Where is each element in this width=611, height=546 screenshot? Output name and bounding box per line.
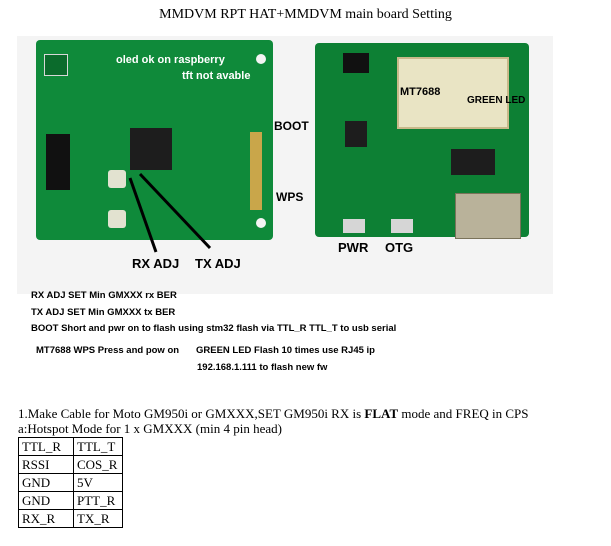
mt7688-board	[315, 43, 529, 239]
mcu-chip	[130, 128, 172, 170]
side-header	[250, 132, 262, 210]
otg-label: OTG	[385, 240, 414, 255]
note-boot: BOOT Short and pwr on to flash using stm…	[31, 323, 397, 334]
green-led-label: GREEN LED	[467, 95, 526, 106]
oled-note: oled ok on raspberry	[116, 54, 225, 66]
wps-label: WPS	[276, 190, 304, 204]
pin-cell: TTL_R	[18, 437, 74, 456]
rj45-jack	[455, 193, 521, 239]
pin-cell: GND	[18, 473, 74, 492]
mt7688-module	[397, 57, 509, 129]
pin-cell: 5V	[73, 473, 123, 492]
tx-adj-label: TX ADJ	[195, 256, 241, 271]
pin-cell: COS_R	[73, 455, 123, 474]
instruction-cable-pre: 1.Make Cable for Moto GM950i or GMXXX,SE…	[18, 406, 365, 421]
mmdvm-hat-board	[36, 40, 273, 240]
mt7688-label: MT7688	[400, 86, 441, 98]
tft-note: tft not avable	[182, 70, 251, 82]
rx-adj-pointer	[128, 177, 158, 253]
pin-cell: TX_R	[73, 509, 123, 528]
note-ip: 192.168.1.111 to flash new fw	[197, 362, 328, 373]
gpio-header	[46, 134, 70, 190]
instruction-cable: 1.Make Cable for Moto GM950i or GMXXX,SE…	[18, 406, 529, 422]
mounting-hole	[256, 54, 266, 64]
pin-cell: TTL_T	[73, 437, 123, 456]
mounting-hole	[256, 218, 266, 228]
ethernet-transformer	[451, 149, 495, 175]
adj-pointers	[128, 172, 212, 253]
note-rx-adj: RX ADJ SET Min GMXXX rx BER	[31, 290, 177, 301]
tx-adj-pot	[108, 210, 126, 228]
note-tx-adj: TX ADJ SET Min GMXXX tx BER	[31, 307, 176, 318]
pin-cell: PTT_R	[73, 491, 123, 510]
otg-usb-port	[391, 219, 413, 233]
note-wps: MT7688 WPS Press and pow on	[36, 345, 180, 356]
instruction-cable-post: mode and FREQ in CPS	[398, 406, 529, 421]
pin-cell: RX_R	[18, 509, 74, 528]
regulator-chip	[345, 121, 367, 147]
pwr-usb-port	[343, 219, 365, 233]
boot-label: BOOT	[274, 119, 309, 133]
rx-adj-label: RX ADJ	[132, 256, 180, 271]
oled-connector	[44, 54, 68, 76]
note-green-led: GREEN LED Flash 10 times use RJ45 ip	[196, 345, 375, 356]
tx-adj-pointer	[138, 172, 212, 250]
pin-cell: GND	[18, 491, 74, 510]
instruction-cable-bold: FLAT	[364, 406, 399, 421]
pin-cell: RSSI	[18, 455, 74, 474]
document-title: MMDVM RPT HAT+MMDVM main board Setting	[159, 7, 452, 22]
rx-adj-pot	[108, 170, 126, 188]
pin-header	[343, 53, 369, 73]
pwr-label: PWR	[338, 240, 369, 255]
instruction-hotspot: a:Hotspot Mode for 1 x GMXXX (min 4 pin …	[18, 421, 282, 436]
